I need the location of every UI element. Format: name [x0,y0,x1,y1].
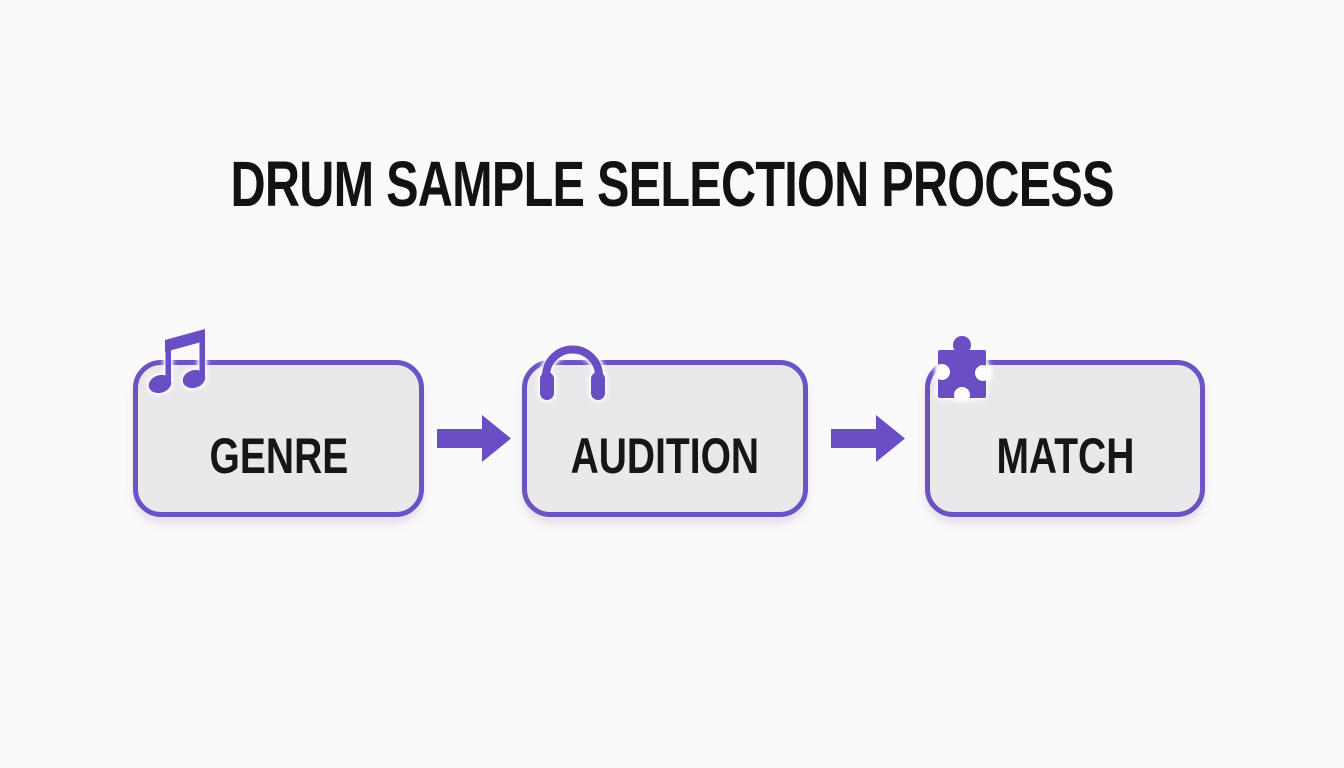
step-label-match: MATCH [996,427,1134,484]
puzzle-piece-icon [934,335,991,403]
headphones-icon [539,332,607,402]
step-label-genre: GENRE [209,427,348,484]
step-box-match: MATCH [925,360,1205,517]
arrow-right-icon [437,415,511,462]
step-box-genre: GENRE [133,360,424,517]
music-note-icon [147,329,215,395]
arrow-right-icon [831,415,905,462]
page-title-text: DRUM SAMPLE SELECTION PROCESS [230,148,1114,220]
step-box-audition: AUDITION [522,360,808,517]
page-title: DRUM SAMPLE SELECTION PROCESS [0,152,1344,216]
step-label-audition: AUDITION [570,427,760,484]
